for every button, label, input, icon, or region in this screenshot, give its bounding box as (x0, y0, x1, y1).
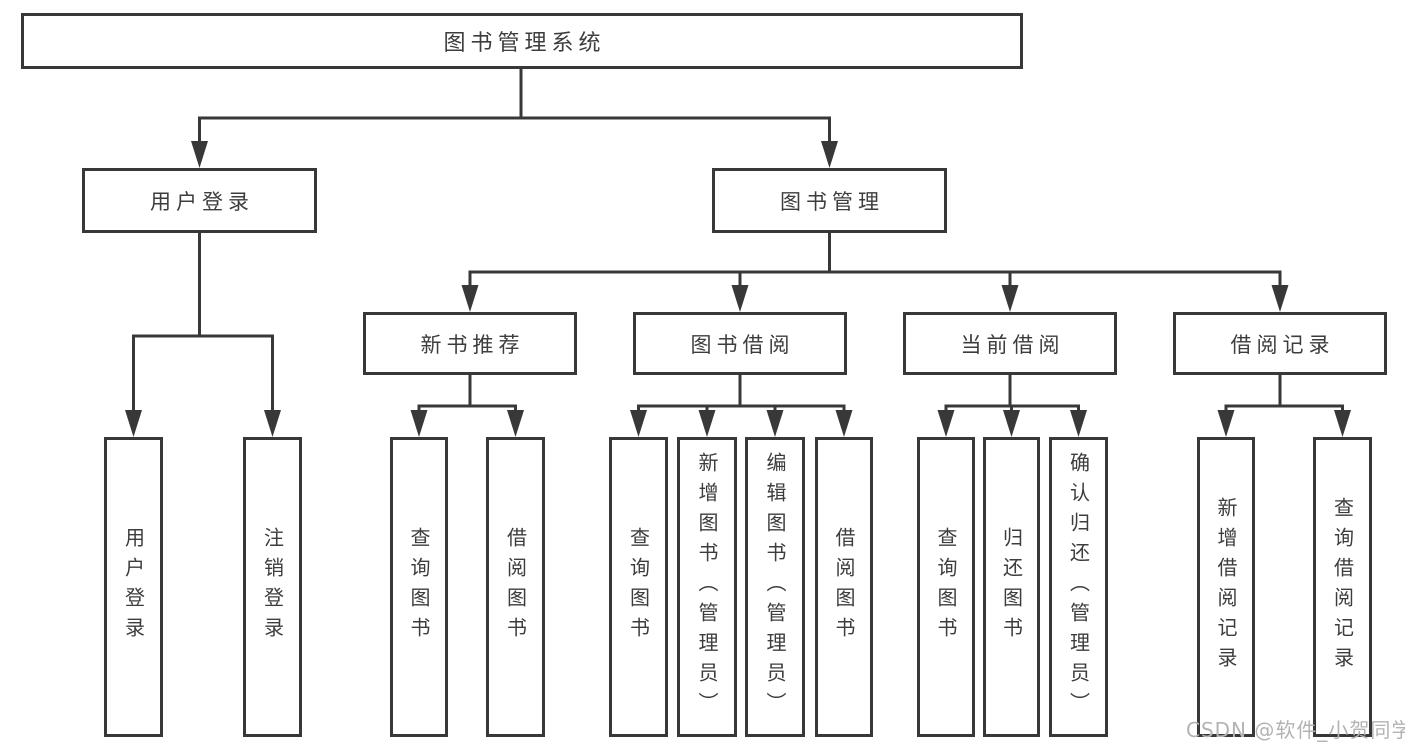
leaf-add-borrow-record-label: 新增借阅记录 (1214, 497, 1238, 677)
leaf-edit-book-admin-label: 编辑图书（管理员） (763, 452, 787, 722)
leaf-borrow-books-label: 借阅图书 (832, 527, 856, 647)
leaf-confirm-return-admin: 确认归还（管理员） (1049, 437, 1108, 737)
leaf-add-borrow-record: 新增借阅记录 (1197, 437, 1255, 737)
leaf-borrow-books-recommend-label: 借阅图书 (503, 527, 528, 647)
leaf-query-borrow-record-label: 查询借阅记录 (1330, 497, 1355, 677)
node-library-management-system: 图书管理系统 (21, 13, 1023, 69)
leaf-query-borrow-record: 查询借阅记录 (1313, 437, 1372, 737)
leaf-user-login: 用户登录 (104, 437, 163, 737)
node-book-management: 图书管理 (712, 168, 947, 233)
leaf-borrow-books: 借阅图书 (815, 437, 873, 737)
leaf-user-login-label: 用户登录 (121, 527, 146, 647)
node-current-borrowing: 当前借阅 (903, 312, 1117, 375)
leaf-edit-book-admin: 编辑图书（管理员） (745, 437, 805, 737)
leaf-return-book: 归还图书 (983, 437, 1040, 737)
node-new-book-recommendation: 新书推荐 (363, 312, 577, 375)
leaf-logout: 注销登录 (243, 437, 302, 737)
leaf-return-book-label: 归还图书 (999, 527, 1024, 647)
leaf-query-books-borrow: 查询图书 (609, 437, 668, 737)
csdn-watermark: CSDN @软件_小贺同学 (1186, 718, 1405, 742)
leaf-query-books-current-label: 查询图书 (934, 527, 958, 647)
node-user-login: 用户登录 (82, 168, 317, 233)
leaf-query-books-current: 查询图书 (917, 437, 975, 737)
leaf-borrow-books-recommend: 借阅图书 (486, 437, 545, 737)
leaf-query-books-recommend-label: 查询图书 (407, 527, 431, 647)
leaf-query-books-borrow-label: 查询图书 (626, 527, 651, 647)
leaf-confirm-return-admin-label: 确认归还（管理员） (1066, 452, 1091, 722)
leaf-add-book-admin-label: 新增图书（管理员） (695, 452, 719, 722)
node-borrowing-records: 借阅记录 (1173, 312, 1387, 375)
leaf-add-book-admin: 新增图书（管理员） (677, 437, 737, 737)
node-book-borrowing: 图书借阅 (633, 312, 847, 375)
leaf-logout-label: 注销登录 (260, 527, 285, 647)
leaf-query-books-recommend: 查询图书 (390, 437, 448, 737)
